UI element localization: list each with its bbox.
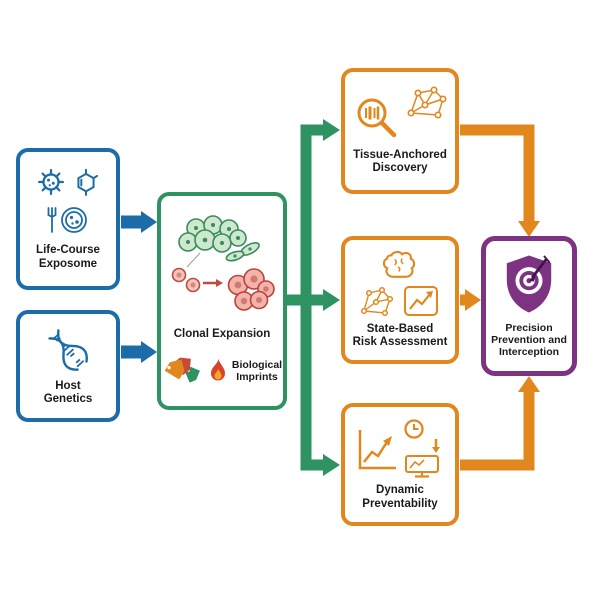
arrow-dynamic-to-precision <box>460 376 540 471</box>
exposome-icon-row <box>36 167 100 197</box>
risk-chart-icon <box>360 286 438 317</box>
node-host-genetics: Host Genetics <box>16 310 120 422</box>
state-label: State-Based Risk Assessment <box>352 322 448 349</box>
shield-target-icon <box>506 255 552 313</box>
flame-icon <box>210 358 225 381</box>
dna-icon <box>48 329 88 371</box>
molecule-icon <box>77 168 99 196</box>
fork-plate-icon <box>47 207 87 234</box>
brain-icon <box>382 251 416 279</box>
node-precision-prevention: Precision Prevention and Interception <box>481 236 577 376</box>
node-tissue-anchored-discovery: Tissue-Anchored Discovery <box>341 68 459 194</box>
dna-icon-wrap <box>45 325 91 375</box>
node-clonal-expansion: Clonal Expansion Biological Imprints <box>157 192 287 410</box>
arrow-tissue-to-precision <box>460 124 540 237</box>
arrow-clonal-branches <box>286 119 340 476</box>
preventability-icons <box>358 418 440 478</box>
imprints-label: Biological Imprints <box>231 358 283 383</box>
node-life-course-exposome: Life-Course Exposome <box>16 148 120 290</box>
down-arrow-icon <box>432 438 440 453</box>
precision-label: Precision Prevention and Interception <box>491 321 567 359</box>
node-dynamic-preventability: Dynamic Preventability <box>341 403 459 526</box>
arrow-exposome-to-clonal <box>121 211 157 233</box>
magnifier-barcode-icon <box>357 98 397 138</box>
exposome-label: Life-Course Exposome <box>36 244 100 270</box>
imprints-row: Biological Imprints <box>162 355 282 387</box>
clonal-cells-icon <box>171 215 275 311</box>
arrow-state-to-precision <box>460 289 481 311</box>
clock-icon <box>404 418 424 439</box>
tags-icon <box>164 357 200 383</box>
microbe-icon <box>38 168 64 195</box>
clonal-label: Clonal Expansion <box>173 328 271 341</box>
genetics-label: Host Genetics <box>43 379 93 406</box>
node-state-based-risk: State-Based Risk Assessment <box>341 236 459 364</box>
dynamic-label: Dynamic Preventability <box>362 484 438 510</box>
tissue-icon-row <box>353 86 447 140</box>
arrow-genetics-to-clonal <box>121 341 157 363</box>
trend-chart-icon <box>358 429 396 469</box>
tissue-label: Tissue-Anchored Discovery <box>353 148 447 175</box>
monitor-chart-icon <box>405 454 439 478</box>
network-icon <box>407 86 447 119</box>
